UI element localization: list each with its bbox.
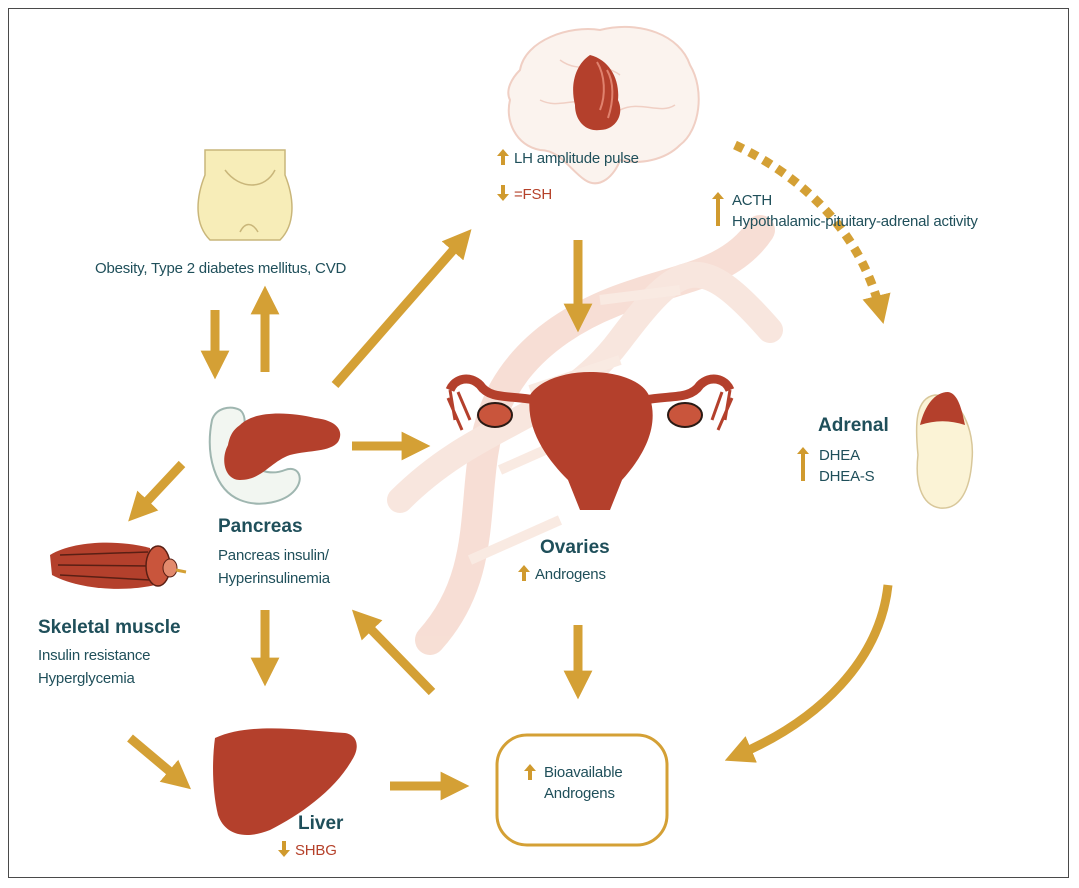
dheas-text: DHEA-S bbox=[819, 466, 874, 487]
adrenal-icon bbox=[917, 392, 973, 508]
dhea-text: DHEA bbox=[819, 445, 874, 466]
fsh-label: =FSH bbox=[497, 184, 552, 205]
liver-title: Liver bbox=[298, 812, 343, 836]
hpa-text: Hypothalamic-pituitary-adrenal activity bbox=[732, 211, 978, 232]
up-arrow-icon bbox=[712, 192, 724, 226]
shbg-label: SHBG bbox=[278, 840, 337, 861]
adrenal-values: DHEA DHEA-S bbox=[797, 445, 874, 487]
up-arrow-icon bbox=[497, 149, 509, 165]
muscle-line2: Hyperglycemia bbox=[38, 668, 135, 689]
muscle-icon bbox=[50, 543, 186, 589]
pancreas-line1: Pancreas insulin/ bbox=[218, 545, 329, 566]
torso-icon bbox=[198, 150, 292, 240]
arrow-muscle-to-liver bbox=[130, 738, 180, 780]
pancreas-title: Pancreas bbox=[218, 515, 303, 539]
arrow-pancreas-to-brain bbox=[335, 240, 462, 385]
adrenal-title: Adrenal bbox=[818, 414, 889, 438]
androgens-text: Androgens bbox=[535, 566, 606, 583]
obesity-label: Obesity, Type 2 diabetes mellitus, CVD bbox=[95, 258, 346, 279]
bio-line2: Androgens bbox=[544, 783, 623, 804]
down-arrow-icon bbox=[497, 185, 509, 201]
bioavailable-label: Bioavailable Androgens bbox=[524, 762, 623, 804]
up-arrow-icon bbox=[524, 764, 536, 780]
shbg-text: SHBG bbox=[295, 842, 337, 859]
lh-text: LH amplitude pulse bbox=[514, 150, 639, 167]
up-arrow-icon bbox=[518, 565, 530, 581]
down-arrow-icon bbox=[278, 841, 290, 857]
fsh-text: =FSH bbox=[514, 186, 552, 203]
arrow-adrenal-to-bioavailable bbox=[738, 585, 888, 755]
muscle-line1: Insulin resistance bbox=[38, 645, 150, 666]
muscle-title: Skeletal muscle bbox=[38, 616, 181, 640]
acth-label: ACTH Hypothalamic-pituitary-adrenal acti… bbox=[712, 190, 978, 232]
arrow-pancreas-to-muscle bbox=[138, 464, 182, 511]
pancreas-icon bbox=[210, 408, 340, 504]
ovaries-title: Ovaries bbox=[540, 536, 610, 560]
acth-text: ACTH bbox=[732, 190, 978, 211]
lh-label: LH amplitude pulse bbox=[497, 148, 639, 169]
pancreas-line2: Hyperinsulinemia bbox=[218, 568, 330, 589]
ovaries-androgens: Androgens bbox=[518, 564, 606, 585]
bio-line1: Bioavailable bbox=[544, 762, 623, 783]
up-arrow-icon bbox=[797, 447, 809, 481]
